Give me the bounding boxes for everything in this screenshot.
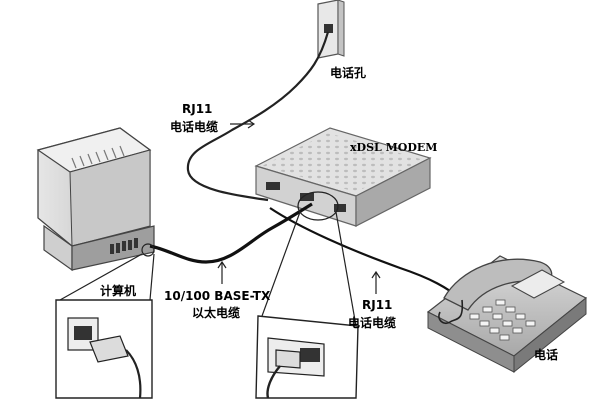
rj11-phone-cable <box>269 207 463 301</box>
computer <box>36 127 155 272</box>
rj11-wall-cable-label-line2: 电话电缆 <box>170 120 219 134</box>
ethernet-cable-label-line2: 以太电缆 <box>192 306 241 320</box>
computer-port-callout <box>55 243 155 399</box>
wall-jack-label: 电话孔 <box>330 66 367 80</box>
rj11-phone-cable-label-line2: 电话电缆 <box>348 316 397 330</box>
rj11-wall-cable-label-line1: RJ11 <box>182 102 213 116</box>
rj11-phone-cable-label-line1: RJ11 <box>362 298 393 312</box>
modem-label: xDSL MODEM <box>350 141 438 154</box>
rj11-wall-cable <box>186 31 330 202</box>
xdsl-modem <box>254 127 432 227</box>
wall-jack-plate <box>317 0 345 59</box>
telephone-label: 电话 <box>534 348 559 362</box>
ethernet-cable-label-line1: 10/100 BASE-TX <box>164 289 271 303</box>
computer-label: 计算机 <box>100 284 137 298</box>
modem-port-callout <box>255 191 359 399</box>
telephone <box>426 255 588 374</box>
pointer-arrows <box>217 119 381 294</box>
ethernet-cable <box>149 202 313 264</box>
